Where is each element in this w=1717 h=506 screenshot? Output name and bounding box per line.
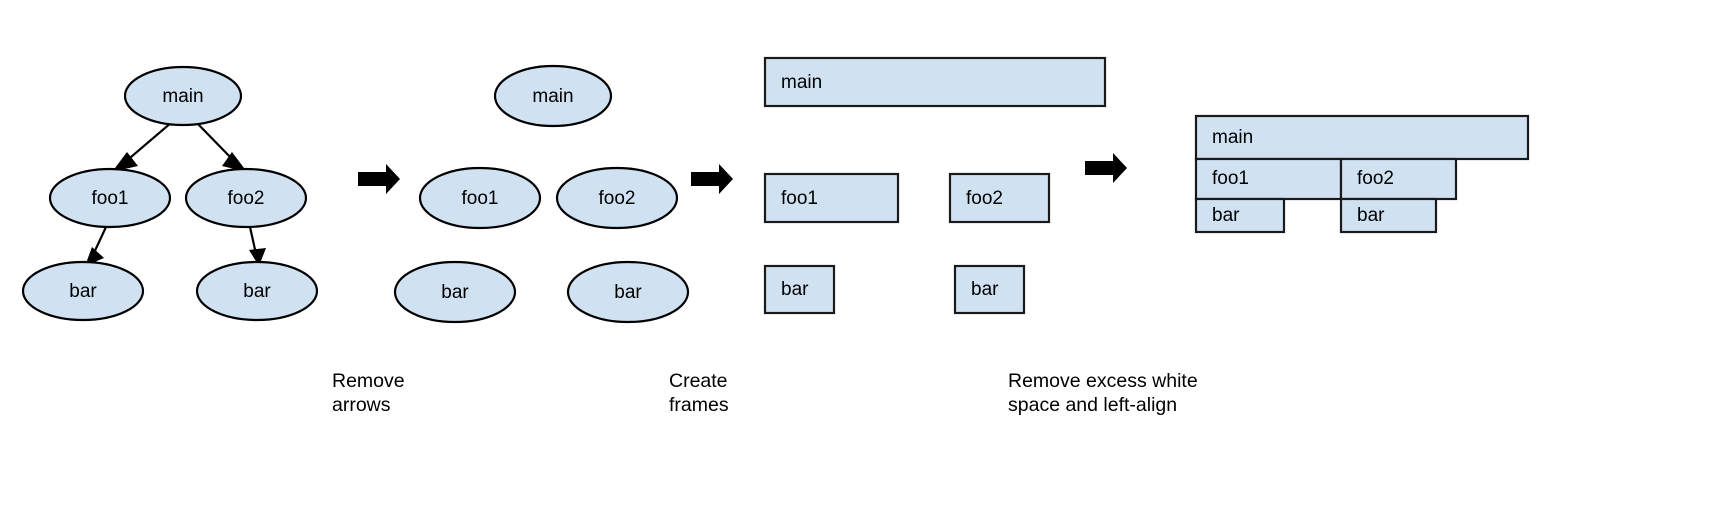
- panel-tree-with-arrows: main foo1 foo2 bar bar: [21, 65, 319, 322]
- node-label: foo1: [462, 188, 499, 209]
- caption-line-2: frames: [669, 394, 729, 416]
- node-label: bar: [1357, 205, 1385, 226]
- caption-create-frames: Create frames: [669, 370, 729, 416]
- panel-ellipses-no-arrows: main foo1 foo2 bar bar Remove arrows: [332, 64, 690, 416]
- node-label: main: [162, 86, 203, 107]
- node-bar-left-p4[interactable]: bar: [1194, 197, 1286, 234]
- ellipse-shape: [48, 167, 172, 229]
- right-arrow-icon: [358, 164, 400, 194]
- right-arrow-icon: [1085, 153, 1127, 183]
- ellipse-shape: [566, 260, 690, 324]
- ellipse-shape: [393, 260, 517, 324]
- node-label: bar: [441, 282, 469, 303]
- node-label: foo2: [966, 188, 1003, 209]
- node-foo1-p3[interactable]: foo1: [763, 172, 900, 224]
- caption-line-2: arrows: [332, 394, 391, 416]
- node-label: bar: [243, 281, 271, 302]
- node-foo2-p4[interactable]: foo2: [1339, 157, 1458, 201]
- ellipse-shape: [184, 167, 308, 229]
- arrowhead-foo2-to-bar: [249, 248, 266, 266]
- node-bar-right-p4[interactable]: bar: [1339, 197, 1438, 234]
- arrowhead-main-to-foo2: [222, 152, 247, 172]
- step-arrow-2: [691, 164, 733, 194]
- rect-shape: [763, 172, 900, 224]
- node-foo1-p1[interactable]: foo1: [48, 167, 172, 229]
- node-label: bar: [1212, 205, 1240, 226]
- node-label: bar: [781, 279, 809, 300]
- caption-line-1: Remove: [332, 370, 405, 392]
- node-label: foo1: [92, 188, 129, 209]
- rect-shape: [1339, 157, 1458, 201]
- ellipse-shape: [555, 166, 679, 230]
- node-bar-right-p2[interactable]: bar: [566, 260, 690, 324]
- node-bar-left-p2[interactable]: bar: [393, 260, 517, 324]
- rect-shape: [763, 264, 836, 315]
- step-arrow-3: [1085, 153, 1127, 183]
- node-label: bar: [69, 281, 97, 302]
- node-label: bar: [971, 279, 999, 300]
- caption-remove-arrows: Remove arrows: [332, 370, 405, 416]
- node-label: foo1: [781, 188, 818, 209]
- node-bar-left-p3[interactable]: bar: [763, 264, 836, 315]
- node-main-p4[interactable]: main: [1194, 114, 1530, 161]
- ellipse-shape: [418, 166, 542, 230]
- caption-line-1: Remove excess white: [1008, 370, 1198, 392]
- step-arrow-1: [358, 164, 400, 194]
- rect-shape: [1194, 114, 1530, 161]
- ellipse-shape: [493, 64, 613, 128]
- rect-shape: [1194, 197, 1286, 234]
- ellipse-shape: [195, 260, 319, 322]
- node-label: foo2: [599, 188, 636, 209]
- rect-shape: [953, 264, 1026, 315]
- rect-shape: [1339, 197, 1438, 234]
- node-label: foo2: [228, 188, 265, 209]
- rect-shape: [948, 172, 1051, 224]
- node-foo2-p1[interactable]: foo2: [184, 167, 308, 229]
- edge-main-to-foo1: [123, 121, 173, 164]
- node-foo1-p2[interactable]: foo1: [418, 166, 542, 230]
- caption-remove-excess-white-space: Remove excess white space and left-align: [1008, 370, 1198, 416]
- node-main-p2[interactable]: main: [493, 64, 613, 128]
- node-foo2-p3[interactable]: foo2: [948, 172, 1051, 224]
- node-label: foo1: [1212, 168, 1249, 189]
- right-arrow-icon: [691, 164, 733, 194]
- node-foo2-p2[interactable]: foo2: [555, 166, 679, 230]
- node-bar-left-p1[interactable]: bar: [21, 260, 145, 322]
- node-bar-right-p1[interactable]: bar: [195, 260, 319, 322]
- ellipse-shape: [21, 260, 145, 322]
- node-label: bar: [614, 282, 642, 303]
- caption-line-2: space and left-align: [1008, 394, 1177, 416]
- rect-shape: [763, 56, 1107, 108]
- panel-frames: main foo1 foo2 bar bar Create frames: [669, 56, 1107, 416]
- node-label: main: [781, 72, 822, 93]
- panel-compact: main foo1 foo2 bar bar Remove excess whi…: [1008, 114, 1530, 416]
- caption-line-1: Create: [669, 370, 728, 392]
- node-main-p3[interactable]: main: [763, 56, 1107, 108]
- node-foo1-p4[interactable]: foo1: [1194, 157, 1343, 201]
- node-bar-right-p3[interactable]: bar: [953, 264, 1026, 315]
- node-label: main: [1212, 127, 1253, 148]
- ellipse-shape: [123, 65, 243, 127]
- arrowhead-main-to-foo1: [112, 152, 138, 172]
- node-label: foo2: [1357, 168, 1394, 189]
- node-label: main: [532, 86, 573, 107]
- node-main-p1[interactable]: main: [123, 65, 243, 127]
